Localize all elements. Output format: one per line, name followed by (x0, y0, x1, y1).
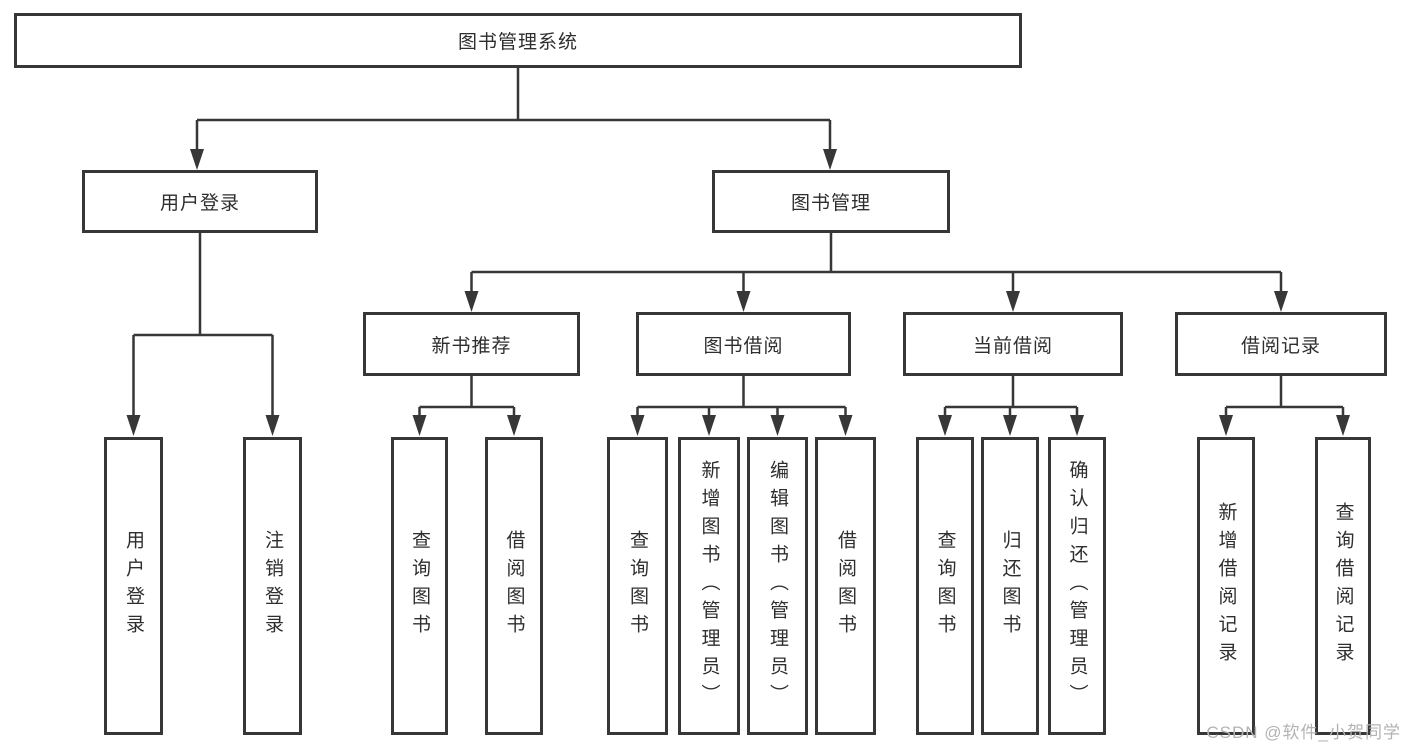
arrow-down-icon (412, 415, 427, 436)
arrow-down-icon (1219, 415, 1233, 436)
connector-root (195, 68, 832, 152)
arrow-down-icon (823, 149, 837, 170)
node-new-book-recommendation: 新书推荐 (363, 312, 580, 376)
leaf-recommend-query-books: 查询图书 (391, 437, 448, 735)
arrow-down-icon (630, 415, 645, 436)
leaf-records-query-record: 查询借阅记录 (1315, 437, 1371, 735)
leaf-recommend-borrow-books: 借阅图书 (485, 437, 543, 735)
arrow-down-icon (126, 415, 141, 436)
arrow-down-icon (507, 415, 521, 436)
arrow-down-icon (1070, 415, 1084, 436)
node-book-management: 图书管理 (712, 170, 950, 233)
connector-book-borrowing (636, 376, 847, 419)
node-current-borrowing: 当前借阅 (903, 312, 1123, 376)
csdn-watermark: CSDN @软件_小贺同学 (1206, 723, 1401, 742)
arrow-down-icon (736, 291, 751, 312)
arrow-down-icon (1336, 415, 1350, 436)
node-borrowing-records: 借阅记录 (1175, 312, 1387, 376)
arrow-down-icon (770, 415, 785, 436)
connector-borrowing-records (1224, 376, 1345, 419)
arrowhead-icons (126, 149, 1350, 436)
connector-user-login (132, 233, 274, 419)
leaf-current-confirm-return-admin: 确认归还（管理员） (1048, 437, 1106, 735)
arrow-down-icon (838, 415, 853, 436)
connector-book-management (470, 233, 1283, 294)
arrow-down-icon (1003, 415, 1017, 436)
leaf-current-return-books: 归还图书 (981, 437, 1039, 735)
node-root-library-management-system: 图书管理系统 (14, 13, 1022, 68)
connector-current-borrowing (943, 376, 1079, 419)
leaf-borrowing-query-books: 查询图书 (607, 437, 668, 735)
leaf-borrowing-add-books-admin: 新增图书（管理员） (678, 437, 740, 735)
arrow-down-icon (1006, 291, 1020, 312)
connector-new-book (418, 376, 516, 419)
node-user-login: 用户登录 (82, 170, 318, 233)
leaf-current-query-books: 查询图书 (916, 437, 974, 735)
arrow-down-icon (190, 149, 204, 170)
leaf-borrowing-edit-books-admin: 编辑图书（管理员） (747, 437, 808, 735)
node-book-borrowing: 图书借阅 (636, 312, 851, 376)
arrow-down-icon (265, 415, 280, 436)
leaf-user-login: 用户登录 (104, 437, 163, 735)
arrow-down-icon (938, 415, 952, 436)
leaf-logout: 注销登录 (243, 437, 302, 735)
arrow-down-icon (1274, 291, 1288, 312)
leaf-records-add-record: 新增借阅记录 (1197, 437, 1255, 735)
arrow-down-icon (464, 291, 479, 312)
leaf-borrowing-borrow-books: 借阅图书 (815, 437, 876, 735)
arrow-down-icon (702, 415, 716, 436)
